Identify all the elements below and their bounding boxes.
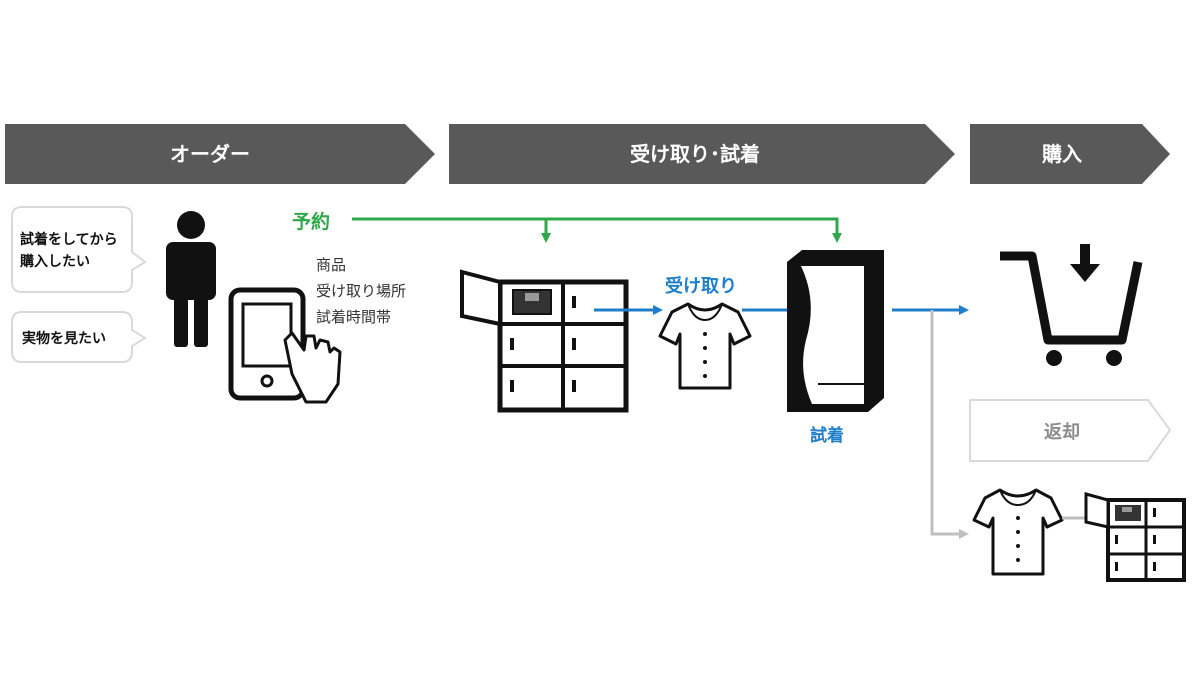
header-pickup-label: 受け取り･試着: [630, 142, 760, 166]
tablet-item-2: 受け取り場所: [316, 282, 406, 300]
return-chevron: 返却: [969, 399, 1172, 462]
reserve-arrow: [352, 217, 842, 243]
locker-icon: [460, 269, 629, 413]
header-purchase-label: 購入: [1042, 142, 1082, 166]
speech-bubble-try-on: 試着をしてから 購入したい: [11, 206, 147, 293]
bubble-line-3: 実物を見たい: [22, 330, 106, 347]
fitting-label: 試着: [810, 425, 844, 446]
header-order: オーダー: [5, 124, 435, 184]
tablet-item-3: 試着時間帯: [316, 308, 391, 326]
hand-pointer-icon: [283, 331, 342, 404]
bubble-line-2: 購入したい: [19, 253, 90, 270]
header-order-label: オーダー: [170, 142, 250, 166]
reserve-label: 予約: [292, 210, 330, 233]
person-icon: [166, 211, 216, 347]
speech-bubble-see-real: 実物を見たい: [11, 311, 147, 363]
fitting-room-icon: [787, 250, 884, 412]
tablet-item-1: 商品: [316, 256, 346, 274]
return-arrow: [930, 310, 969, 539]
return-label: 返却: [1044, 422, 1080, 443]
return-locker-icon: [1084, 492, 1186, 582]
header-purchase: 購入: [970, 124, 1170, 184]
return-blouse-icon: [972, 488, 1064, 576]
tablet-icon: [228, 287, 306, 401]
header-pickup: 受け取り･試着: [449, 124, 955, 184]
cart-icon: [1000, 244, 1143, 366]
bubble-line-1: 試着をしてから: [20, 231, 118, 248]
pickup-label: 受け取り: [665, 275, 737, 297]
blouse-icon: [658, 302, 752, 390]
